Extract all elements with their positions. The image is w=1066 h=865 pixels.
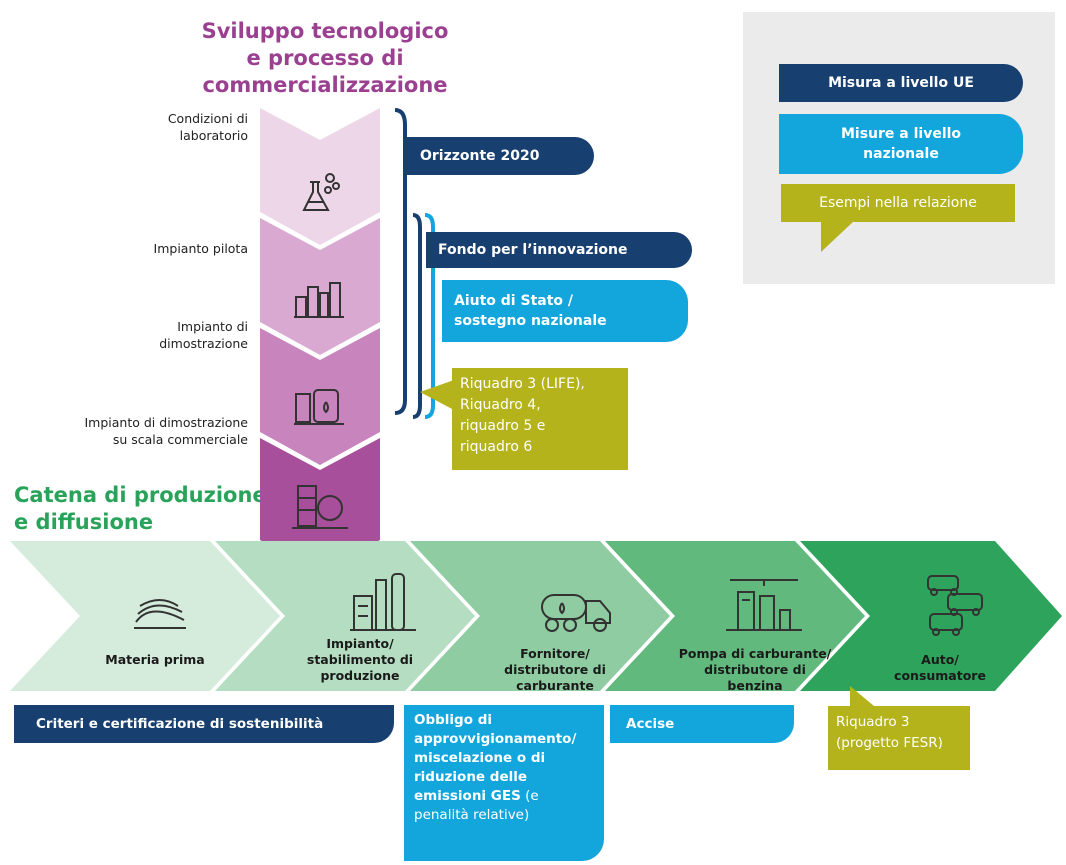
- legend-eu-measure: Misura a livello UE: [779, 64, 1023, 102]
- innovation-fund-banner: Fondo per l’innovazione: [426, 232, 692, 268]
- demo-plant-icon: [294, 389, 344, 425]
- chain-arrow-plant: [215, 541, 475, 691]
- stage-chevron-commercial: [260, 438, 380, 575]
- chain-label-distributor: Fornitore/ distributore di carburante: [504, 646, 606, 693]
- pilot-plant-icon: [294, 282, 344, 318]
- fesr-pointer: [850, 686, 874, 706]
- fesr-example-box: Riquadro 3 (progetto FESR): [828, 706, 970, 770]
- examples-pointer: [420, 380, 454, 410]
- horizon-2020-banner: Orizzonte 2020: [404, 137, 594, 175]
- measure-brackets: [394, 108, 435, 419]
- chain-label-raw-material: Materia prima: [105, 652, 205, 667]
- chain-arrow-pump: [605, 541, 865, 691]
- production-chain-title: Catena di produzione e diffusione: [14, 483, 267, 534]
- tech-development-title: Sviluppo tecnologico e processo di comme…: [201, 19, 449, 97]
- legend-examples: Esempi nella relazione: [781, 184, 1015, 222]
- innovation-fund-bracket: [412, 213, 422, 419]
- commercial-plant-icon: [292, 485, 348, 529]
- stage-chevron-demo: [260, 328, 380, 465]
- stage-chevrons: [260, 108, 380, 575]
- excise-banner: Accise: [610, 705, 794, 743]
- sustainability-criteria-banner: Criteri e certificazione di sostenibilit…: [14, 705, 394, 743]
- blending-obligation-rest: (e penalità relative): [414, 788, 539, 823]
- state-aid-banner: Aiuto di Stato / sostegno nazionale: [442, 280, 688, 342]
- factory-icon: [350, 573, 416, 631]
- fuel-pump-icon: [726, 579, 802, 631]
- chain-arrow-raw-material: [10, 541, 280, 691]
- blending-obligation-bold: Obbligo di approvvigionamento/ miscelazi…: [414, 712, 577, 804]
- state-aid-bracket: [424, 213, 435, 419]
- chain-label-consumer: Auto/ consumatore: [894, 652, 986, 683]
- stage-label-commercial: Impianto di dimostrazione su scala comme…: [84, 415, 249, 447]
- blending-obligation-box: Obbligo di approvvigionamento/ miscelazi…: [404, 705, 604, 861]
- stage-label-pilot: Impianto pilota: [153, 241, 248, 256]
- stage-label-demo: Impianto di dimostrazione: [159, 319, 248, 351]
- stage-chevron-pilot: [260, 218, 380, 355]
- stage-label-lab: Condizioni di laboratorio: [167, 111, 248, 143]
- stage-chevron-lab: [260, 108, 380, 245]
- biomass-icon: [134, 599, 186, 629]
- legend-national-measure: Misure a livello nazionale: [779, 114, 1023, 174]
- chain-label-pump: Pompa di carburante/ distributore di ben…: [678, 646, 832, 693]
- flask-icon: [302, 173, 340, 211]
- horizon-bracket: [394, 108, 407, 415]
- legend-examples-pointer: [821, 220, 855, 252]
- cars-icon: [927, 575, 983, 636]
- chain-arrow-distributor: [410, 541, 670, 691]
- tanker-truck-icon: [541, 594, 611, 632]
- chain-label-plant: Impianto/ stabilimento di produzione: [306, 636, 414, 683]
- examples-box-life: Riquadro 3 (LIFE), Riquadro 4, riquadro …: [452, 368, 628, 470]
- legend-panel: Misura a livello UE Misure a livello naz…: [743, 12, 1055, 284]
